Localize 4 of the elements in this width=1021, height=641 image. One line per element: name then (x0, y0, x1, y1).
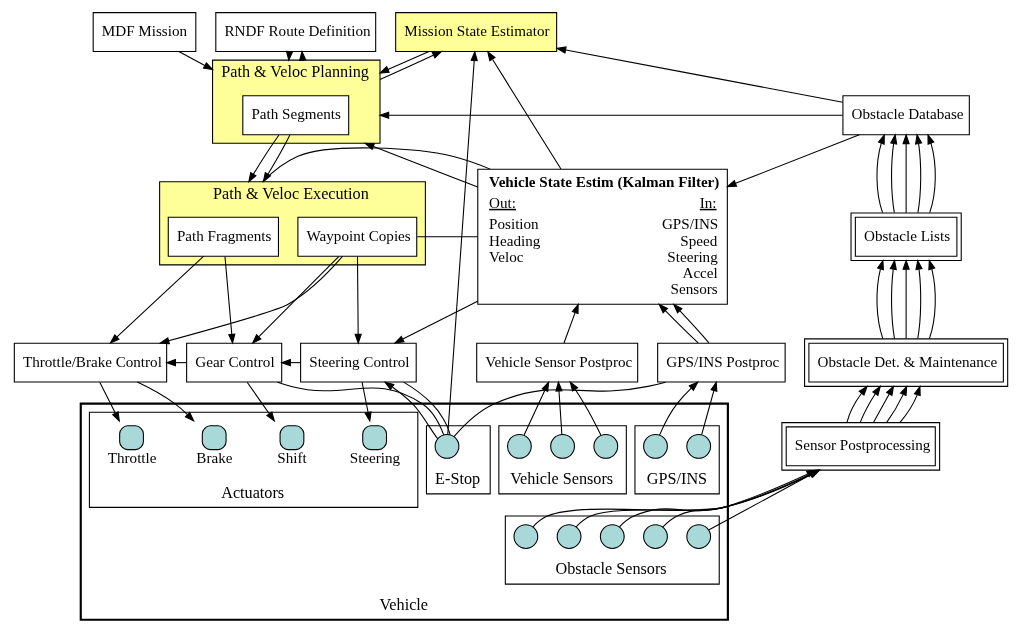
node-label: Brake (195, 449, 232, 466)
node-label: Throttle (107, 449, 156, 466)
node-label: Steering (349, 449, 400, 466)
node-label: Shift (276, 449, 307, 466)
